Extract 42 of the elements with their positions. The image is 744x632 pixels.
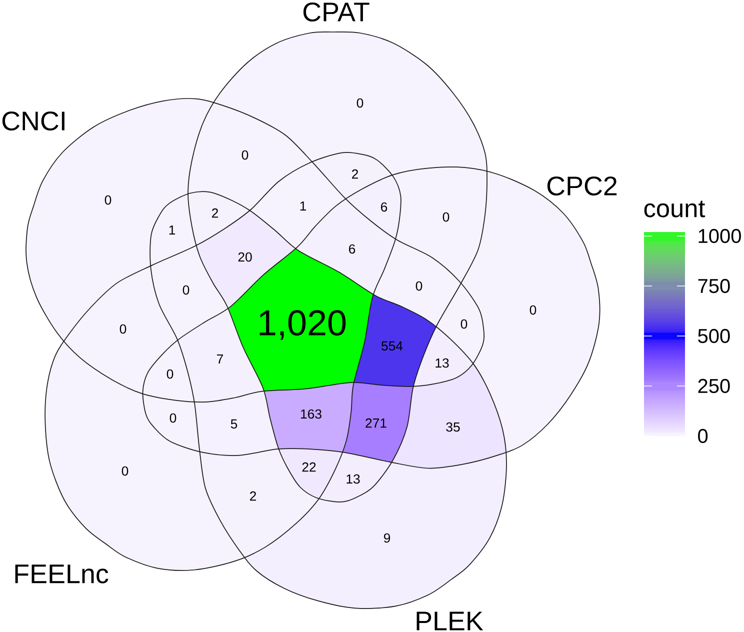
count-label: 554: [382, 341, 403, 351]
set-label: FEELnc: [15, 564, 108, 584]
count-label: 1,020: [260, 310, 346, 340]
count-label: 35: [446, 422, 460, 432]
count-label: 7: [217, 354, 223, 364]
count-label: 0: [122, 466, 128, 476]
count-label: 5: [230, 419, 238, 429]
count-label: 20: [238, 252, 252, 262]
tick-label: 500: [698, 328, 730, 344]
count-label: 13: [436, 358, 449, 368]
count-label: 271: [366, 418, 386, 428]
count-label: 9: [384, 533, 390, 543]
count-label: 2: [212, 208, 218, 218]
tick-label: 250: [698, 378, 730, 394]
count-label: 0: [242, 150, 248, 160]
count-label: 1: [169, 225, 176, 235]
count-label: 0: [170, 413, 176, 423]
legend-title: count: [644, 200, 706, 218]
tick-label: 750: [698, 278, 730, 294]
set-label: CPC2: [547, 176, 617, 196]
count-label: 0: [530, 305, 536, 315]
count-label: 0: [104, 195, 112, 205]
set-label: CPAT: [303, 2, 370, 22]
set-label: PLEK: [416, 612, 484, 630]
count-label: 163: [301, 409, 322, 419]
set-label: CNCI: [2, 111, 64, 131]
tick-label: 0: [698, 428, 708, 444]
count-label: 0: [460, 319, 468, 329]
count-label: 0: [166, 369, 174, 379]
count-label: 0: [120, 324, 126, 334]
count-label: 0: [442, 212, 450, 222]
count-label: 22: [302, 462, 316, 472]
count-label: 0: [182, 285, 190, 295]
count-label: 2: [250, 491, 256, 501]
count-label: 6: [349, 244, 356, 254]
count-label: 1: [300, 201, 306, 211]
count-label: 6: [381, 202, 388, 212]
count-label: 13: [346, 474, 360, 484]
count-label: 2: [352, 169, 358, 179]
tick-label: 1000: [698, 228, 741, 244]
count-label: 0: [416, 281, 422, 291]
count-label: 0: [356, 98, 364, 108]
